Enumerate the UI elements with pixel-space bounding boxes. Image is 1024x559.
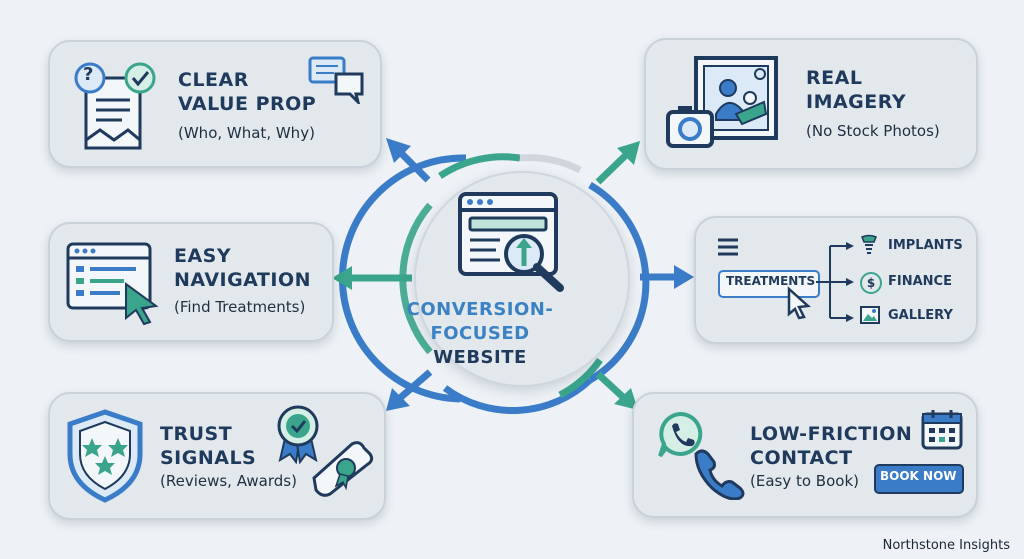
tooth-implant-icon [861, 234, 877, 254]
cursor-arrow-icon [787, 286, 811, 320]
arrow-top-right [595, 141, 640, 185]
book-now-button[interactable] [874, 464, 964, 494]
card-title-line1: EASY [174, 245, 232, 267]
whatsapp-phone-icon [658, 411, 745, 500]
website-magnifier-icon [458, 192, 564, 292]
card-title-line2: SIGNALS [160, 447, 257, 469]
center-title-line1: CONVERSION- [406, 299, 554, 320]
treatments-button-label: TREATMENTS [726, 274, 816, 288]
card-title-line1: TRUST [160, 423, 233, 445]
chat-bubbles-icon [308, 56, 364, 104]
card-subtitle: (Easy to Book) [750, 472, 859, 490]
treatments-button[interactable] [718, 270, 820, 298]
arrow-top-left [386, 138, 431, 183]
card-trust-signals: TRUST SIGNALS (Reviews, Awards) [48, 392, 386, 520]
card-subtitle: (Who, What, Why) [178, 124, 315, 142]
question-mark-icon: ? [83, 64, 94, 85]
ring-blue-bottom [442, 377, 593, 415]
arrow-bottom-right [595, 371, 638, 410]
value-prop-document-icon [74, 62, 156, 150]
card-easy-navigation: EASY NAVIGATION (Find Treatments) [48, 222, 334, 342]
brand-footer: Northstone Insights [882, 538, 1010, 553]
ring-grey-top [519, 154, 582, 174]
menu-item-finance[interactable]: FINANCE [888, 274, 952, 289]
menu-branch-connectors [816, 242, 854, 322]
card-title-line2: CONTACT [750, 447, 853, 469]
card-title-line1: LOW-FRICTION [750, 423, 913, 445]
card-title-line1: CLEAR [178, 69, 249, 91]
card-treatments-menu: TREATMENTS IMPLANTS $ FINANCE GALLERY [694, 216, 978, 344]
shield-stars-icon [67, 409, 143, 503]
card-subtitle: (Reviews, Awards) [160, 472, 297, 490]
card-subtitle: (Find Treatments) [174, 298, 306, 316]
photo-camera-icon [666, 56, 778, 148]
dollar-icon: $ [860, 272, 882, 294]
hamburger-icon [718, 238, 738, 256]
menu-item-implants[interactable]: IMPLANTS [888, 238, 963, 253]
card-subtitle: (No Stock Photos) [806, 122, 940, 140]
ring-green-top [438, 153, 521, 179]
menu-item-gallery[interactable]: GALLERY [888, 308, 953, 323]
card-clear-value-prop: ? CLEAR VALUE PROP (Who, What, Why) [48, 40, 382, 168]
arrow-mid-left [332, 266, 412, 290]
browser-menu-cursor-icon [66, 242, 159, 326]
ring-green-bottom [558, 357, 603, 399]
diploma-scroll-icon [312, 441, 374, 497]
card-low-friction-contact: LOW-FRICTION CONTACT (Easy to Book) BOOK… [632, 392, 978, 518]
card-real-imagery: REAL IMAGERY (No Stock Photos) [644, 38, 978, 170]
center-title-line2: FOCUSED [430, 323, 530, 344]
arrow-bottom-left [386, 369, 433, 411]
award-ribbon-icon [277, 405, 319, 464]
arrow-mid-right [640, 265, 694, 289]
card-title-line2: IMAGERY [806, 91, 907, 113]
card-title-line1: REAL [806, 67, 863, 89]
card-title-line2: VALUE PROP [178, 93, 317, 115]
calendar-icon [921, 410, 963, 450]
gallery-image-icon [860, 306, 880, 324]
center-title-line3: WEBSITE [433, 347, 527, 368]
ring-blue-right [588, 181, 650, 384]
book-now-label: BOOK NOW [880, 469, 957, 483]
card-title-line2: NAVIGATION [174, 269, 311, 291]
